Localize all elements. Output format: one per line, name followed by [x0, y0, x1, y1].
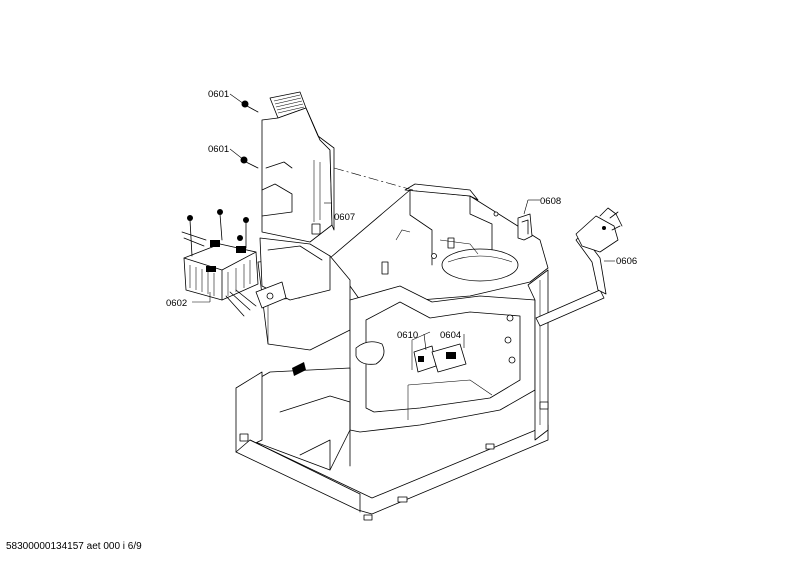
callout-0606: 0606	[616, 256, 637, 267]
callout-0604: 0604	[440, 330, 461, 341]
screw-0601-lower	[240, 156, 259, 169]
document-id: 58300000134157 aet 000 i 6/9	[6, 541, 142, 552]
power-cord-0606	[535, 207, 623, 327]
switch-0604	[431, 343, 467, 373]
callout-0601-upper: 0601	[208, 89, 229, 100]
screw-0601-upper	[241, 100, 259, 113]
callout-0610: 0610	[397, 330, 418, 341]
electronic-module-0607	[255, 91, 335, 309]
callout-0602: 0602	[166, 298, 187, 309]
callout-0607: 0607	[334, 212, 355, 223]
clip-0608	[517, 213, 533, 241]
callout-0601-lower: 0601	[208, 144, 229, 155]
leader-lines	[192, 93, 615, 351]
assembly-line	[333, 167, 421, 193]
power-unit-0602	[181, 209, 259, 317]
callout-0608: 0608	[540, 196, 561, 207]
